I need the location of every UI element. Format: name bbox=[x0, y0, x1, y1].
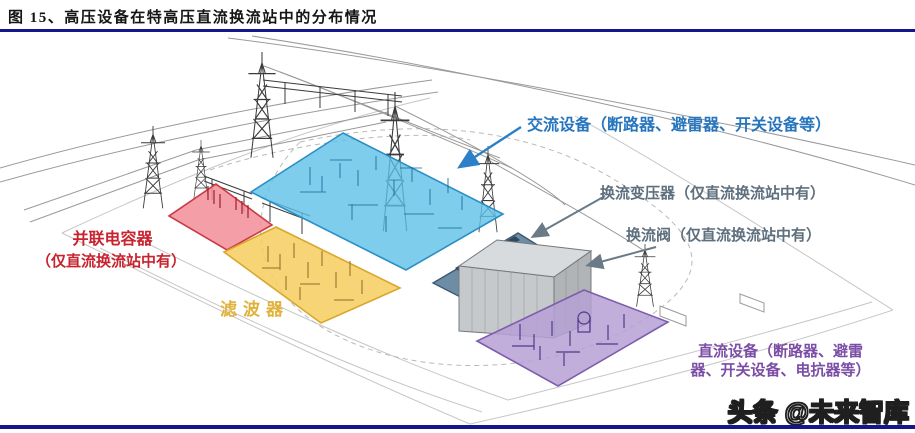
capacitor-equipment bbox=[207, 186, 249, 218]
shunt-capacitor-label: 并联电容器 bbox=[72, 231, 153, 248]
dc-equipment-label-line1: 直流设备（断路器、避雷 bbox=[697, 344, 863, 360]
watermark: 头条 @未来智库 bbox=[727, 398, 910, 427]
figure-title: 图 15、高压设备在特高压直流换流站中的分布情况 bbox=[8, 10, 378, 26]
dc-equipment-label-line2: 器、开关设备、电抗器等） bbox=[690, 362, 871, 379]
transformer-callout-arrow bbox=[530, 195, 606, 238]
station-diagram bbox=[0, 35, 915, 425]
valve-callout-arrow bbox=[585, 246, 657, 270]
transmission-tower bbox=[140, 126, 166, 209]
footer-rule bbox=[0, 425, 915, 429]
ac-yard-region bbox=[249, 132, 505, 271]
converter-valve-label: 换流阀（仅直流换流站中有） bbox=[626, 228, 822, 244]
power-lines bbox=[0, 35, 915, 253]
ac-callout-arrow bbox=[456, 125, 522, 169]
title-rule bbox=[0, 29, 915, 32]
ground-outline bbox=[61, 97, 894, 425]
filter-equipment bbox=[262, 243, 363, 301]
shunt-capacitor-sublabel: （仅直流换流站中有） bbox=[35, 254, 186, 270]
ac-equipment bbox=[300, 156, 463, 232]
filter-label: 滤波器 bbox=[220, 300, 289, 319]
service-buildings bbox=[659, 293, 765, 327]
transmission-tower bbox=[247, 52, 277, 159]
filter-region bbox=[222, 226, 402, 324]
transmission-tower bbox=[634, 244, 656, 308]
dc-yard-region bbox=[475, 289, 670, 387]
dc-equipment bbox=[512, 311, 625, 366]
dc-equipment-label: 直流设备（断路器、避雷 器、开关设备、电抗器等） bbox=[648, 343, 913, 381]
converter-transformer-label: 换流变压器（仅直流换流站中有） bbox=[600, 186, 826, 202]
ac-equipment-label: 交流设备（断路器、避雷器、开关设备等） bbox=[527, 117, 832, 134]
